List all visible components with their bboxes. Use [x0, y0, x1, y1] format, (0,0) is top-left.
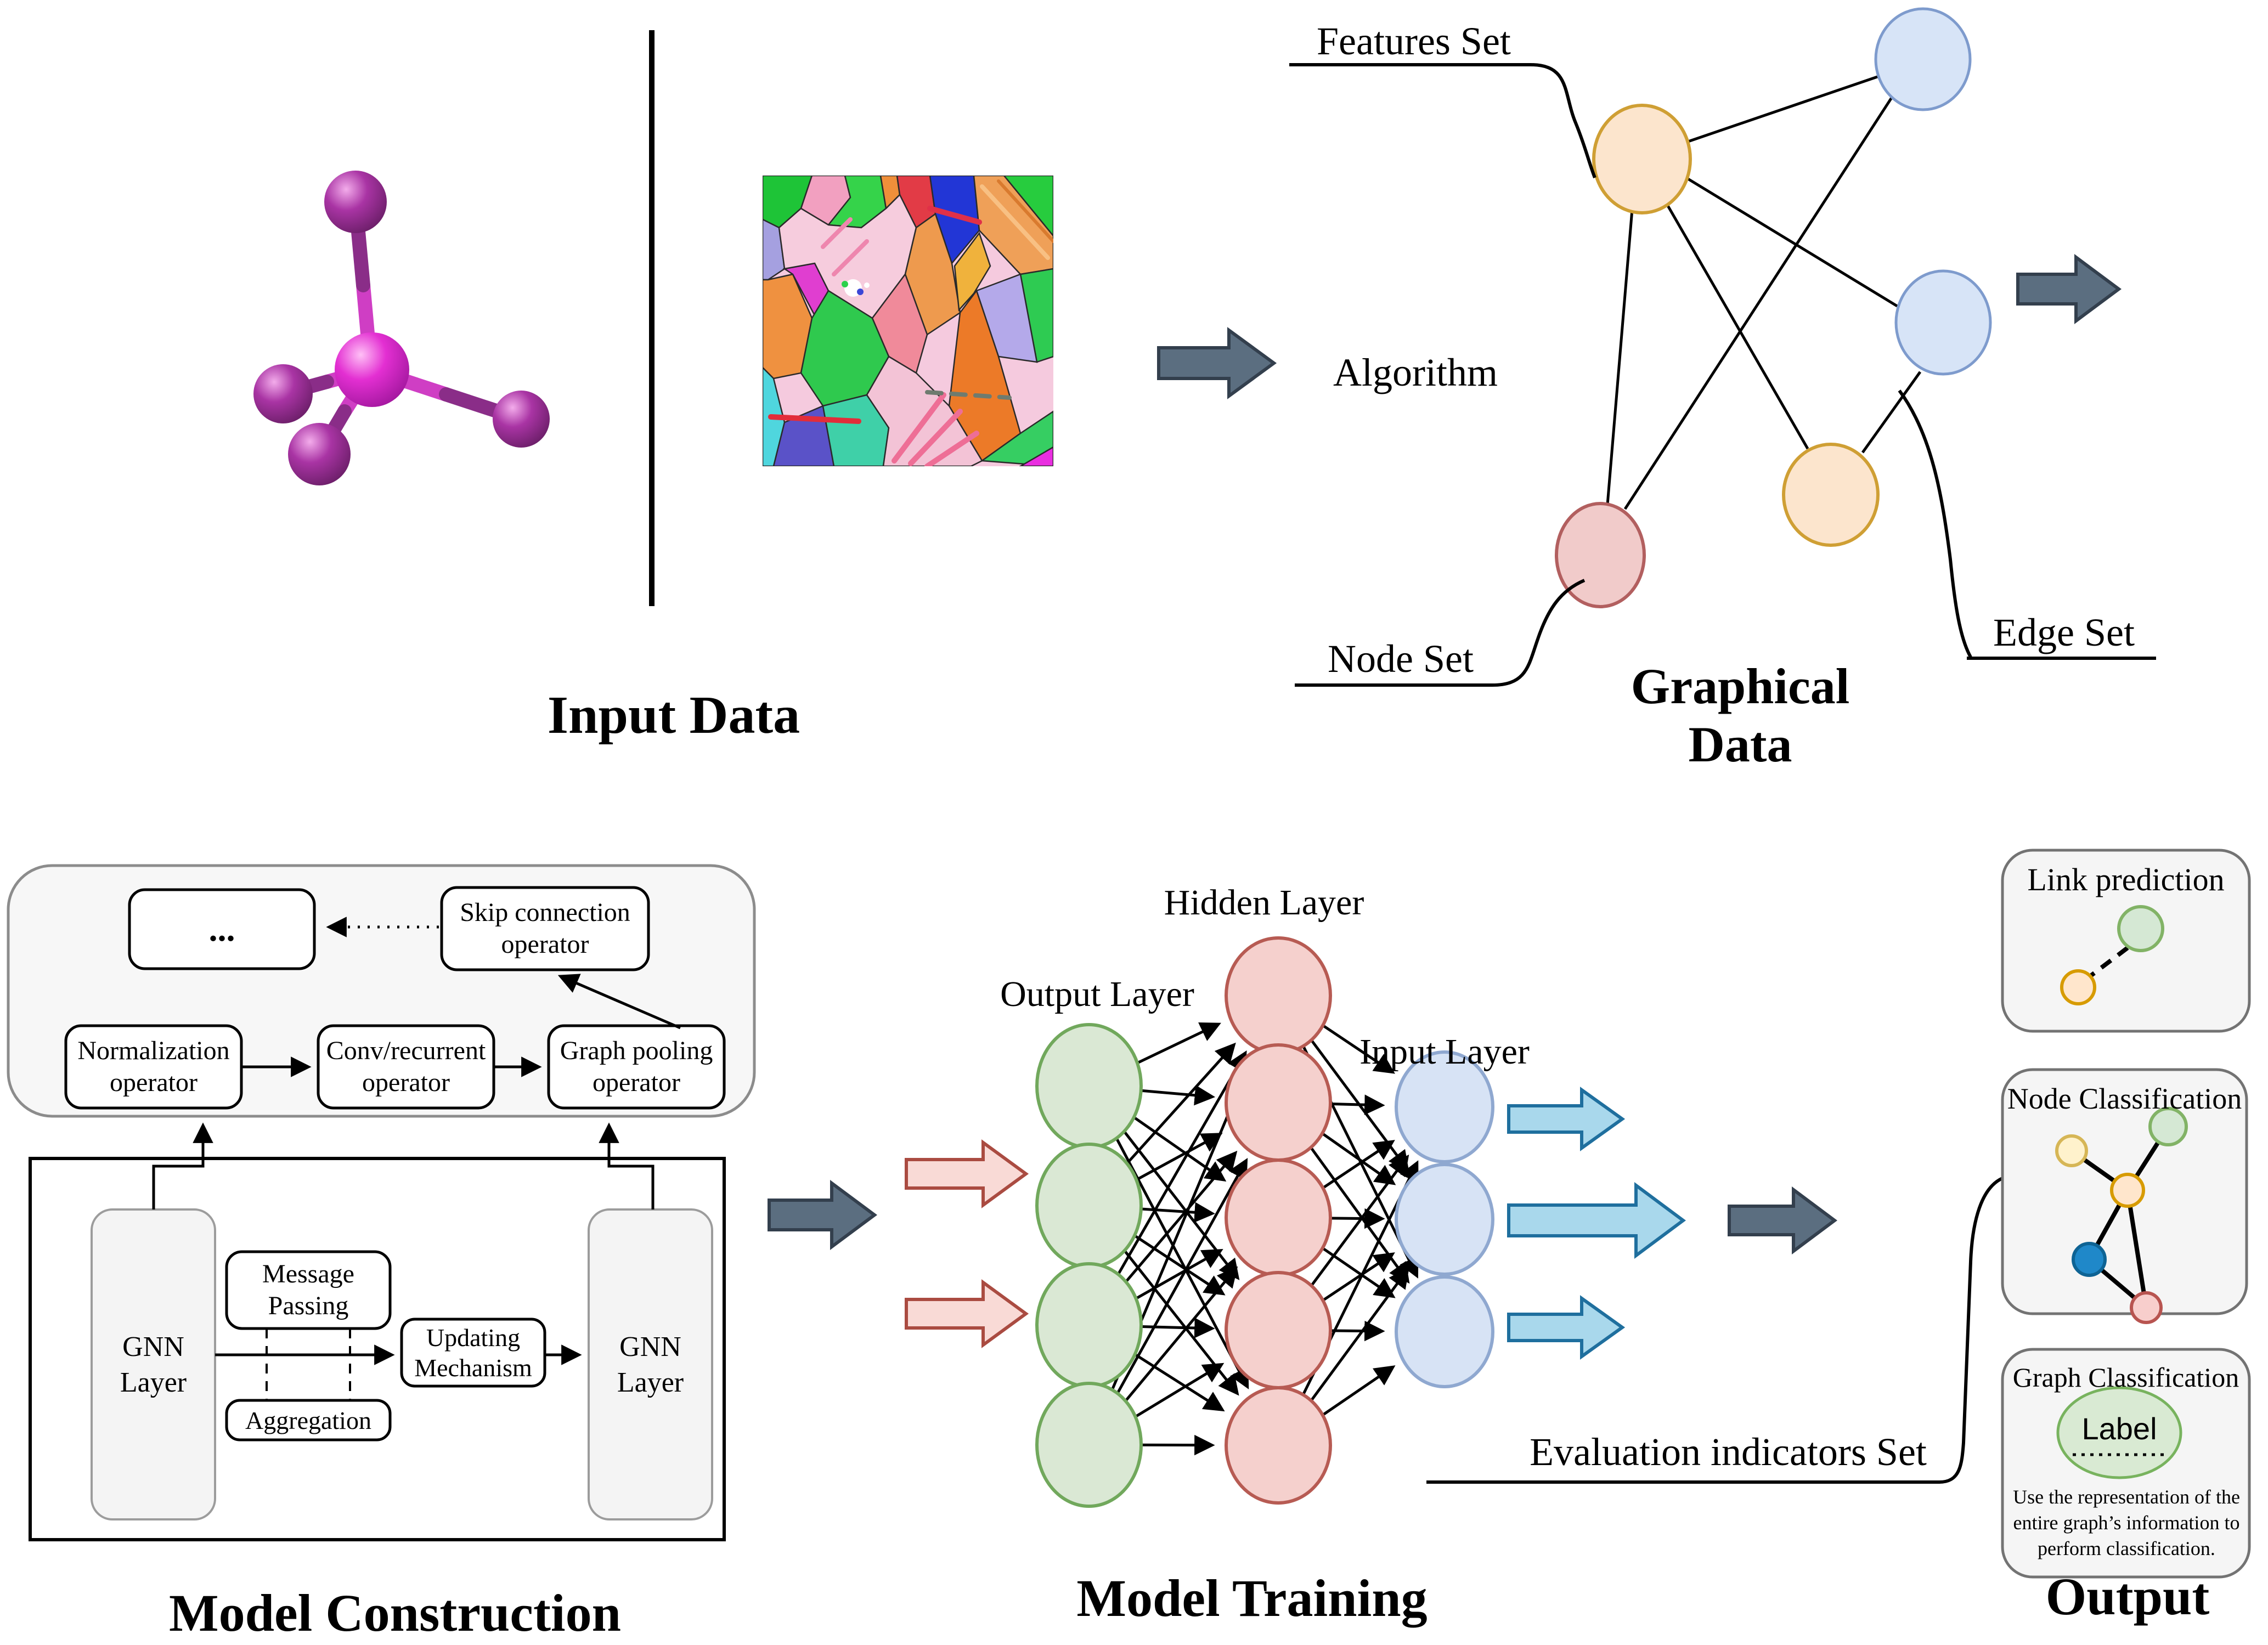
- atom: [493, 391, 550, 448]
- molecule-image: [253, 171, 550, 485]
- graph-node-red: [1555, 502, 1646, 608]
- arrow-training-to-output: [1728, 1186, 1838, 1254]
- features-set-pointer: [1289, 63, 1596, 179]
- nn-node-green: [1035, 1143, 1143, 1269]
- arrow-construction-to-training: [768, 1180, 878, 1250]
- node-classification-title: Node Classification: [2007, 1082, 2242, 1115]
- message-passing-label: Message Passing: [262, 1259, 354, 1320]
- graph-classification-title: Graph Classification: [2012, 1362, 2239, 1393]
- link-prediction-title: Link prediction: [2027, 862, 2225, 897]
- algorithm-label: Algorithm: [1333, 351, 1498, 394]
- graph-pooling-label: Graph pooling operator: [560, 1036, 713, 1097]
- skip-connection-box: [440, 886, 650, 971]
- microstructure-image: [763, 176, 1053, 466]
- features-set-label: Features Set: [1317, 19, 1511, 63]
- nn-node-blue: [1395, 1050, 1494, 1163]
- evaluation-indicators-label: Evaluation indicators Set: [1530, 1430, 1927, 1474]
- graph-classification-description: Use the representation of the entire gra…: [2013, 1486, 2240, 1559]
- conv-recurrent-label: Conv/recurrent operator: [326, 1036, 486, 1097]
- link-prediction-graph: [2060, 905, 2164, 1005]
- graphical-data-title: Graphical Data: [1631, 658, 1850, 772]
- node-classification-graph: [2055, 1107, 2188, 1324]
- ellipsis-box-label: ...: [208, 909, 235, 948]
- gnn-layer-right-label: GNN Layer: [617, 1331, 684, 1398]
- model-training-title: Model Training: [1076, 1569, 1428, 1627]
- arrow-training-input-1: [905, 1139, 1029, 1208]
- flow-arrows: [768, 254, 2122, 1360]
- nn-nodes: [1035, 936, 1494, 1508]
- graphical-data-graph: [1606, 75, 1922, 510]
- nn-node-red: [1225, 1386, 1332, 1505]
- atom: [324, 171, 387, 233]
- arrow-training-output-3: [1507, 1295, 1626, 1360]
- graph-classification-label-node: [2056, 1386, 2182, 1479]
- pointer-lines: [1289, 63, 2156, 1484]
- graph-classification-label: Label: [2081, 1411, 2157, 1446]
- nn-node-green: [1035, 1382, 1143, 1508]
- edge-set-pointer: [1898, 389, 1972, 658]
- graph-node-orange-bottom: [1782, 443, 1880, 547]
- graph-node-features: [1592, 104, 1692, 214]
- hidden-layer-label: Hidden Layer: [1164, 883, 1364, 923]
- nn-node-green: [1035, 1262, 1143, 1388]
- arrow-input-to-graph: [1157, 327, 1277, 399]
- input-layer-label: Input Layer: [1359, 1032, 1530, 1072]
- model-construction-title: Model Construction: [169, 1584, 621, 1642]
- nn-node-red: [1225, 936, 1332, 1055]
- output-title: Output: [2045, 1567, 2210, 1626]
- graph-node-blue-top: [1874, 7, 1972, 111]
- updating-mechanism-box: [400, 1318, 546, 1388]
- graph-pooling-box: [547, 1024, 726, 1110]
- atom: [288, 423, 351, 485]
- input-data-title: Input Data: [547, 686, 800, 745]
- nn-node-red: [1225, 1043, 1332, 1162]
- node-set-pointer: [1295, 579, 1586, 687]
- updating-mechanism-label: Updating Mechanism: [414, 1323, 532, 1382]
- ellipsis-box: [128, 888, 316, 970]
- nn-node-red: [1225, 1271, 1332, 1389]
- nn-node-green: [1035, 1023, 1143, 1149]
- evaluation-pointer: [1426, 1177, 2004, 1484]
- arrow-training-output-1: [1507, 1087, 1626, 1151]
- construction-connectors: [152, 917, 681, 1400]
- gnn-layer-right-box: [588, 1208, 713, 1520]
- arrow-training-output-2: [1507, 1182, 1686, 1259]
- graph-node-blue-mid: [1894, 269, 1992, 376]
- nn-node-red: [1225, 1158, 1332, 1277]
- node-set-label: Node Set: [1328, 637, 1474, 681]
- aggregation-box: [225, 1399, 392, 1442]
- output-layer-label: Output Layer: [1000, 974, 1194, 1014]
- edge-set-label: Edge Set: [1993, 610, 2135, 654]
- nn-node-blue: [1395, 1275, 1494, 1388]
- message-passing-box: [225, 1250, 392, 1330]
- normalization-label: Normalization operator: [77, 1036, 230, 1097]
- arrow-training-input-2: [905, 1279, 1029, 1348]
- aggregation-label: Aggregation: [245, 1406, 371, 1434]
- arrow-graph-output: [2016, 254, 2122, 324]
- gnn-layer-left-label: GNN Layer: [120, 1331, 187, 1398]
- nn-node-blue: [1395, 1163, 1494, 1276]
- atom-center: [335, 332, 409, 407]
- atom: [253, 364, 313, 423]
- skip-connection-label: Skip connection operator: [460, 898, 630, 959]
